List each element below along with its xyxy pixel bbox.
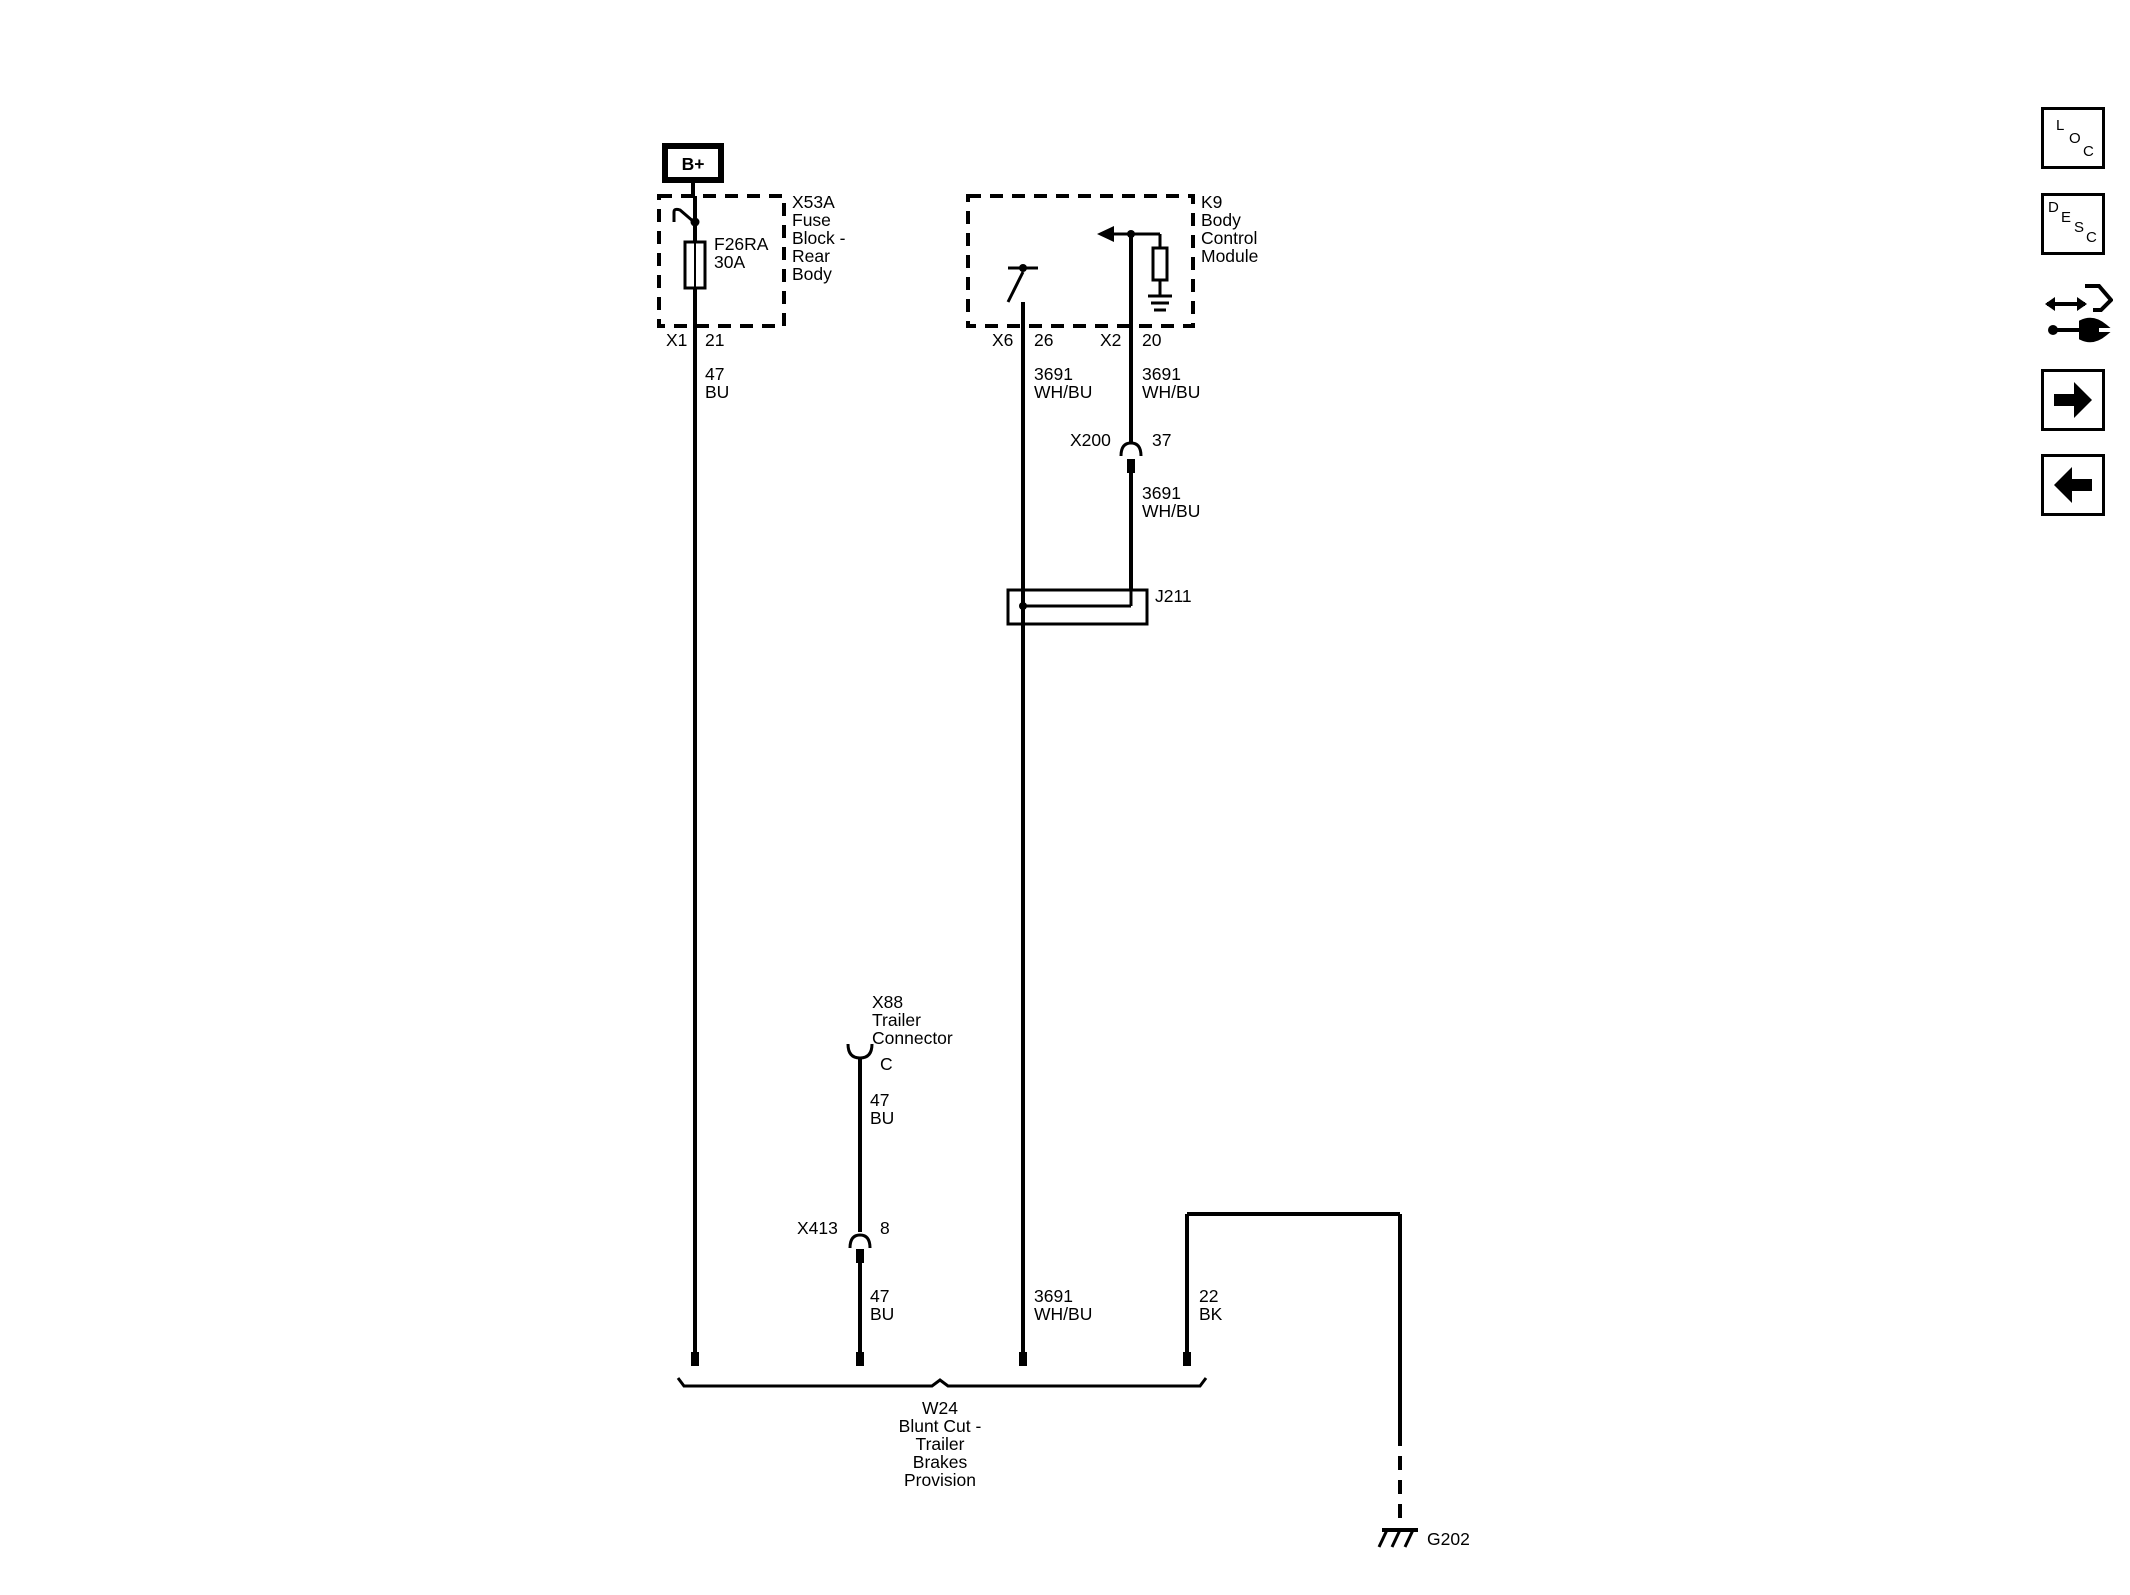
wire-47-c-color: BU <box>870 1304 894 1324</box>
bcm-arrow <box>1097 226 1114 242</box>
arrow-right-icon <box>2054 382 2092 418</box>
wire-22-color: BK <box>1199 1304 1223 1324</box>
bcm-name-2: Control <box>1201 228 1257 248</box>
ground-id: G202 <box>1427 1529 1470 1549</box>
fuse-block-id: X53A <box>792 192 835 212</box>
forward-button[interactable] <box>2041 369 2105 431</box>
loc-letter-l: L <box>2056 117 2065 134</box>
bcm-pin-right: 20 <box>1142 330 1162 350</box>
inline-x200-symbol <box>1119 441 1143 457</box>
bcm-conn-right: X2 <box>1100 330 1121 350</box>
harness-id: W24 <box>922 1398 958 1418</box>
loc-button[interactable]: L O C <box>2041 107 2105 169</box>
fuse-block-bus-hook <box>672 207 695 224</box>
bcm-outline <box>966 194 1195 328</box>
bcm-name-1: Body <box>1201 210 1241 230</box>
trailer-connector-pin: C <box>880 1054 893 1074</box>
wire-3691-c-circuit: 3691 <box>1142 483 1181 503</box>
wire-47-b-circuit: 47 <box>870 1090 889 1110</box>
desc-button[interactable]: D E S C <box>2041 193 2105 255</box>
desc-letter-c: C <box>2086 229 2097 246</box>
wire-3691-c-color: WH/BU <box>1142 501 1200 521</box>
diagnostic-tools-button[interactable] <box>2041 278 2113 350</box>
fuse-block-connector: X1 <box>666 330 687 350</box>
wire-3691-b-circuit: 3691 <box>1142 364 1181 384</box>
inline-x413-id: X413 <box>797 1218 838 1238</box>
inline-x200-pin: 37 <box>1152 430 1171 450</box>
wire-47-bu-circuit: 47 <box>705 364 724 384</box>
connector-wrench-icon <box>2045 284 2113 343</box>
fuse-block-name-3: Rear <box>792 246 830 266</box>
harness-name-2: Trailer <box>916 1434 965 1454</box>
back-button[interactable] <box>2041 454 2105 516</box>
bcm-pin-left: 26 <box>1034 330 1053 350</box>
wire-3691-b-color: WH/BU <box>1142 382 1200 402</box>
bcm-conn-left: X6 <box>992 330 1013 350</box>
wire-3691-a-circuit: 3691 <box>1034 364 1073 384</box>
arrow-left-icon <box>2054 467 2092 503</box>
harness-name-3: Brakes <box>913 1452 968 1472</box>
bcm-resistor <box>1151 246 1169 282</box>
inline-x413-symbol <box>848 1233 872 1249</box>
wire-3691-a-color: WH/BU <box>1034 382 1092 402</box>
harness-name-1: Blunt Cut - <box>899 1416 982 1436</box>
harness-name-4: Provision <box>904 1470 976 1490</box>
fuse-id: F26RA <box>714 234 769 254</box>
wire-3691-d-color: WH/BU <box>1034 1304 1092 1324</box>
wire-3691-d-circuit: 3691 <box>1034 1286 1073 1306</box>
loc-letter-o: O <box>2069 130 2081 147</box>
desc-letter-s: S <box>2074 219 2085 236</box>
wire-22-circuit: 22 <box>1199 1286 1218 1306</box>
fuse-rating: 30A <box>714 252 745 272</box>
bcm-name-3: Module <box>1201 246 1258 266</box>
trailer-connector-x88-symbol <box>846 1043 874 1060</box>
loc-letter-c: C <box>2083 143 2094 160</box>
wire-47-c-circuit: 47 <box>870 1286 889 1306</box>
inline-x200-id: X200 <box>1070 430 1111 450</box>
inline-x413-pin: 8 <box>880 1218 890 1238</box>
harness-w24-brace <box>676 1377 1208 1388</box>
wire-47-b-color: BU <box>870 1108 894 1128</box>
fuse-block-pin: 21 <box>705 330 724 350</box>
desc-letter-e: E <box>2061 209 2072 226</box>
bcm-switch-blade <box>1006 271 1025 303</box>
fuse-block-name-4: Body <box>792 264 832 284</box>
trailer-connector-name-2: Connector <box>872 1028 953 1048</box>
splice-j211-id: J211 <box>1155 586 1192 606</box>
fuse-block-name-2: Block - <box>792 228 846 248</box>
fuse-block-outline <box>657 194 786 328</box>
bcm-id: K9 <box>1201 192 1222 212</box>
trailer-connector-name-1: Trailer <box>872 1010 921 1030</box>
fuse-block-name-1: Fuse <box>792 210 831 230</box>
battery-label: B+ <box>682 154 705 174</box>
desc-letter-d: D <box>2048 199 2059 216</box>
wire-47-bu-color: BU <box>705 382 729 402</box>
trailer-connector-id: X88 <box>872 992 903 1012</box>
